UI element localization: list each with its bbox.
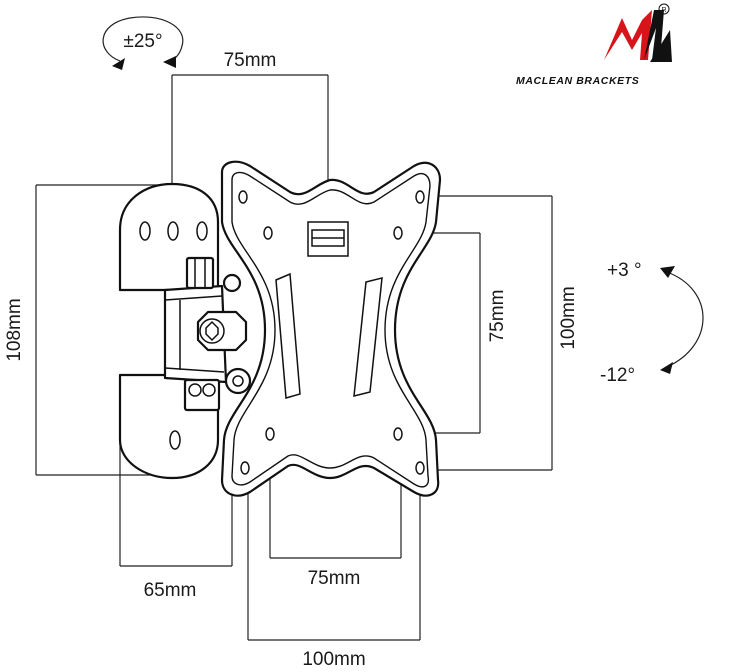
logo-red-m-icon xyxy=(594,10,652,60)
registered-mark: R xyxy=(661,7,666,14)
vesa-plate-inner-outline xyxy=(231,171,431,488)
wall-plate xyxy=(118,182,252,480)
wall-plate-slot-icon xyxy=(139,221,151,241)
swivel-indicator: ±25° xyxy=(102,16,184,70)
vesa-hole-100-icon xyxy=(240,461,250,475)
vesa-hole-75-icon xyxy=(393,226,403,240)
logo-black-accent-icon xyxy=(650,30,672,62)
wall-plate-slot-icon xyxy=(196,221,208,241)
swivel-left-arrow-icon xyxy=(112,58,125,70)
registered-mark-icon xyxy=(658,3,670,15)
tilt-down-arrow-icon xyxy=(660,362,673,374)
tilt-down-label: -12° xyxy=(600,365,635,386)
vesa-plate xyxy=(220,160,442,497)
vesa-hole-100-icon xyxy=(238,190,248,204)
vesa-plate-outline xyxy=(220,160,442,497)
tilt-up-label: +3 ° xyxy=(607,260,642,281)
logo-black-stroke-icon xyxy=(644,10,664,60)
vesa-inner-height-label: 75mm xyxy=(487,290,508,343)
vesa-outer-height-label: 100mm xyxy=(558,286,579,349)
vesa-hole-100-icon xyxy=(415,461,425,475)
top-width-label: 75mm xyxy=(224,50,277,71)
tilt-up-arrow-icon xyxy=(660,266,675,278)
vesa-hole-75-icon xyxy=(263,226,273,240)
pivot-bolt-icon xyxy=(222,273,242,293)
tilt-knob xyxy=(185,256,215,290)
vesa-hole-100-icon xyxy=(415,190,425,204)
tilt-indicator: +3 ° -12° xyxy=(600,260,704,386)
vesa-slot-right xyxy=(353,277,383,397)
wall-plate-slot-icon xyxy=(167,221,179,241)
vesa-hole-75-icon xyxy=(393,427,403,441)
swivel-right-arrow-icon xyxy=(163,56,176,68)
vesa-slot-left xyxy=(275,272,301,399)
wall-plate-slot-icon xyxy=(169,430,181,450)
brand-name: MACLEAN BRACKETS xyxy=(516,75,639,87)
vesa-outer-width-label: 100mm xyxy=(302,649,365,670)
vesa-hole-75-icon xyxy=(265,427,275,441)
vesa-inner-width-label: 75mm xyxy=(308,568,361,589)
swivel-angle-label: ±25° xyxy=(123,31,162,52)
left-height-label: 108mm xyxy=(4,298,25,361)
wall-plate-width-label: 65mm xyxy=(144,580,197,601)
brand-logo: R MACLEAN BRACKETS xyxy=(516,3,672,87)
lower-bolt xyxy=(183,378,221,412)
